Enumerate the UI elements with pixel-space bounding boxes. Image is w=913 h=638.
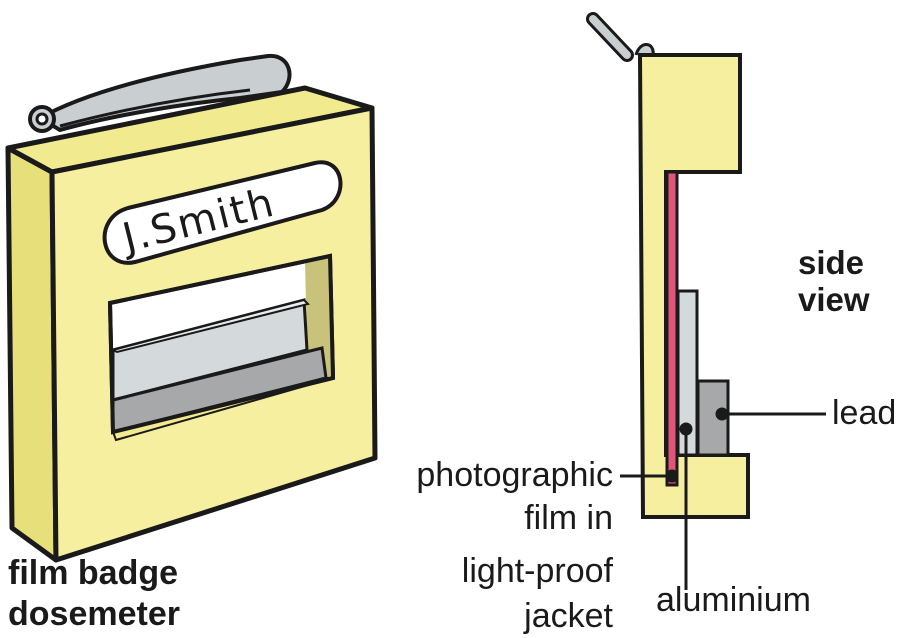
film-label-2: film in xyxy=(524,499,613,537)
side-view-title-2: view xyxy=(798,281,870,318)
film-label-4: jacket xyxy=(524,597,613,635)
side-view-title-1: side xyxy=(798,244,865,281)
badge-front-view: J.Smith xyxy=(5,53,378,563)
caption-line-2: dosemeter xyxy=(8,595,180,633)
badge-side-view xyxy=(586,12,826,590)
caption-line-1: film badge xyxy=(8,554,179,592)
safety-pin-icon xyxy=(28,53,292,133)
lead-label: lead xyxy=(832,394,897,432)
film-label-1: photographic xyxy=(416,456,613,494)
badge-side-face xyxy=(5,145,59,563)
aluminium-label: aluminium xyxy=(656,581,811,619)
photographic-film xyxy=(665,170,679,487)
film-label-3: light-proof xyxy=(461,552,613,590)
pin-side-icon xyxy=(586,12,655,62)
badge-window xyxy=(107,253,336,442)
leader-lines xyxy=(620,407,826,590)
